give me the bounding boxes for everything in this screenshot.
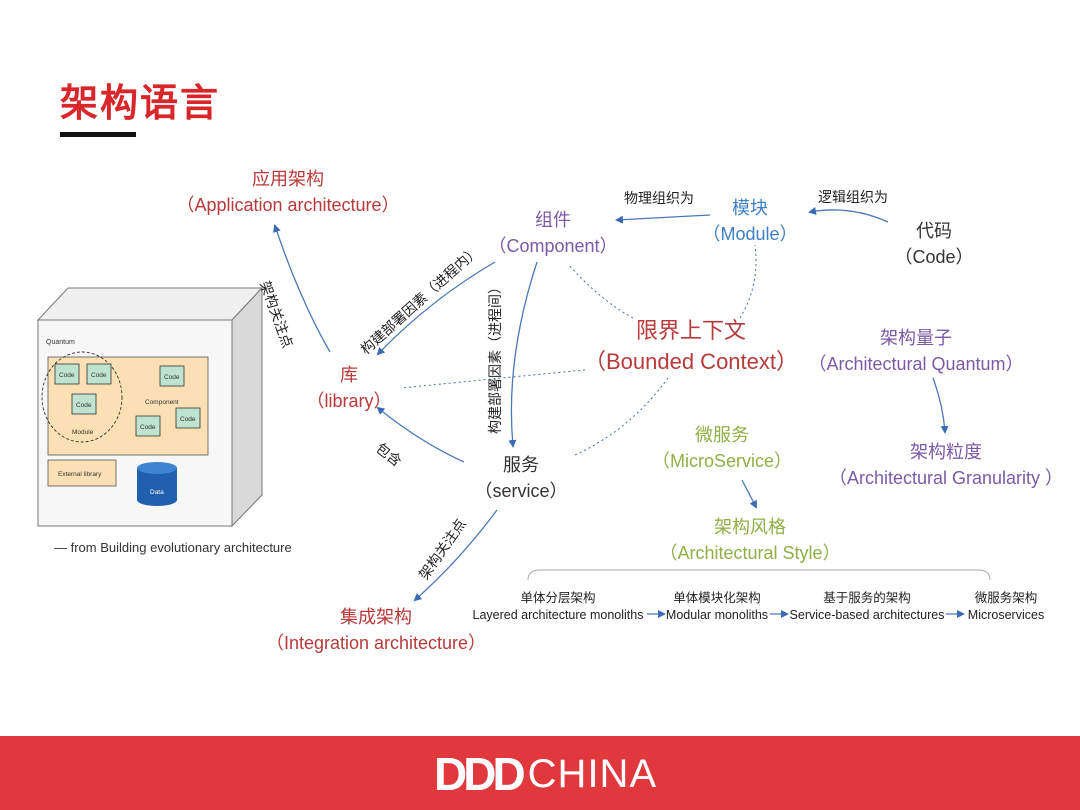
edge-service-integration [413, 509, 498, 602]
node-service: 服务（service） [474, 455, 568, 501]
svg-text:Data: Data [150, 489, 164, 496]
diagram-connectors [273, 207, 991, 618]
node-integration-architecture: 集成架构（Integration architecture） [265, 607, 487, 653]
svg-text:Code: Code [140, 424, 156, 431]
svg-text:Code: Code [91, 372, 107, 379]
node-application-architecture: 应用架构（Application architecture） [176, 169, 400, 215]
edge-service-library [376, 406, 465, 463]
node-architectural-style: 架构风格（Architectural Style） [659, 517, 841, 563]
node-component: 组件（Component） [488, 210, 618, 256]
svg-text:Code: Code [59, 372, 75, 379]
svg-text:Code: Code [76, 402, 92, 409]
edge-code-module [808, 207, 889, 223]
module-circle [41, 351, 123, 443]
node-architectural-quantum: 架构量子（Architectural Quantum） [808, 328, 1024, 374]
dotted-bc-module [739, 244, 757, 319]
svg-text:Module: Module [72, 429, 94, 436]
dotted-bc-library [401, 369, 586, 389]
edge-label-logical-org: 逻辑组织为 [818, 189, 888, 205]
node-bounded-context: 限界上下文（Bounded Context） [583, 318, 799, 374]
edge-component-library [376, 261, 496, 356]
svg-text:Code: Code [180, 416, 196, 423]
code-boxes [54, 363, 201, 437]
page-title: 架构语言 [60, 83, 221, 125]
svg-text:Component: Component [145, 399, 179, 406]
footer-bar [0, 736, 1080, 810]
title-underline [60, 132, 136, 137]
node-library: 库（library） [306, 365, 392, 411]
edge-library-application [273, 224, 331, 353]
edge-label-physical-org: 物理组织为 [624, 190, 694, 206]
edge-microservice-style [741, 479, 757, 509]
node-code: 代码（Code） [894, 221, 974, 267]
quantum-label: Quantum [46, 339, 75, 346]
quantum-box-illustration: Quantum Code Code Code Code Code Code Mo… [36, 286, 264, 528]
edge-label-build-deploy-between: 构建部署因素（进程间） [487, 280, 503, 434]
data-cylinder: Data [137, 462, 177, 506]
external-library-box [47, 459, 117, 487]
dotted-bc-component [567, 263, 634, 319]
node-architectural-granularity: 架构粒度（Architectural Granularity ） [828, 442, 1064, 488]
edge-component-service [508, 261, 538, 448]
svg-text:Code: Code [164, 374, 180, 381]
figure-caption: — from Building evolutionary architectur… [54, 540, 292, 555]
svg-text:External library: External library [58, 471, 102, 478]
edge-quantum-granularity [932, 377, 949, 434]
style-bracket [527, 569, 991, 581]
edge-module-component [615, 214, 711, 224]
node-module: 模块（Module） [702, 198, 798, 244]
node-microservice: 微服务（MicroService） [651, 425, 793, 471]
